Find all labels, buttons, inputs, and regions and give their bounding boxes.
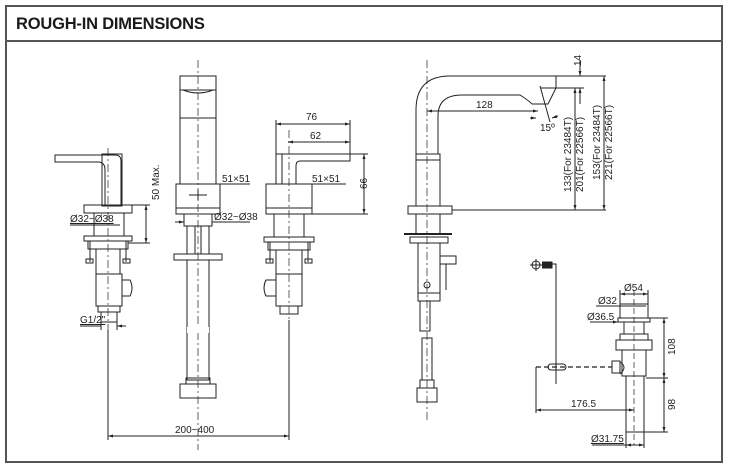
- thread-outlet: [100, 311, 118, 323]
- dim-label-15deg: 15º: [540, 123, 555, 134]
- dim-label-spacing: 200~400: [175, 425, 215, 436]
- dim-label-handle-base: 51×51: [312, 174, 341, 185]
- dim-label-108: 108: [667, 338, 678, 355]
- supply-tube: [419, 300, 431, 332]
- dim-label-hole-2: Ø32~Ø38: [214, 212, 258, 223]
- dim-label-thread: G1/2": [80, 315, 106, 326]
- section-header: ROUGH-IN DIMENSIONS: [5, 5, 723, 42]
- hose: [186, 259, 210, 381]
- handle-body: [101, 153, 123, 207]
- lever-handle: [276, 153, 351, 185]
- hose-nut: [179, 383, 217, 399]
- valve-knob: [263, 279, 277, 297]
- dim-label-36-5: Ø36.5: [587, 312, 615, 323]
- dim-label-54: Ø54: [624, 283, 643, 294]
- deck-flange: [407, 205, 453, 215]
- valve-body: [95, 273, 123, 307]
- view-side-handle-valve: [54, 148, 150, 440]
- lift-rod-lever: [439, 255, 457, 265]
- dim-label-221: 221(For 22566T): [604, 105, 615, 180]
- view-spout-front: [173, 60, 250, 450]
- spout-inner: [437, 87, 557, 154]
- spacing-dimension: [107, 320, 290, 440]
- dim-label-98: 98: [667, 398, 678, 410]
- pivot-nut: [611, 360, 621, 374]
- supply-tube: [186, 225, 196, 255]
- spout-base: [415, 159, 441, 207]
- spout-aerator: [182, 89, 214, 94]
- dim-label-50max: 50 Max.: [151, 164, 162, 200]
- dim-label-66: 66: [359, 177, 370, 189]
- section-title: ROUGH-IN DIMENSIONS: [16, 15, 205, 33]
- view-spout-side: [404, 60, 606, 420]
- dim-label-133: 133(For 23484T): [563, 117, 574, 192]
- tailpiece: [625, 375, 645, 433]
- lever-handle: [54, 154, 122, 206]
- supply-tube: [200, 225, 210, 255]
- dim-label-128: 128: [476, 100, 493, 111]
- valve-knob: [121, 279, 133, 297]
- view-drain: [530, 259, 668, 448]
- dim-label-76: 76: [306, 112, 318, 123]
- view-handle-side: [263, 120, 368, 420]
- spout-outer: [415, 75, 557, 154]
- dim-label-31-75: Ø31.75: [591, 434, 624, 445]
- dim-label-62: 62: [310, 131, 322, 142]
- lift-rod: [552, 263, 557, 384]
- dim-label-hole-1: Ø32~Ø38: [70, 214, 114, 225]
- dim-label-176-5: 176.5: [571, 399, 596, 410]
- dim-label-spout-base: 51×51: [222, 174, 251, 185]
- hose-nut: [416, 387, 438, 403]
- dim-label-153: 153(For 23484T): [592, 105, 603, 180]
- dim-label-14: 14: [573, 54, 584, 66]
- dim-label-201: 201(For 22566T): [575, 117, 586, 192]
- dim-label-32: Ø32: [598, 296, 617, 307]
- drawing-frame: [5, 5, 723, 463]
